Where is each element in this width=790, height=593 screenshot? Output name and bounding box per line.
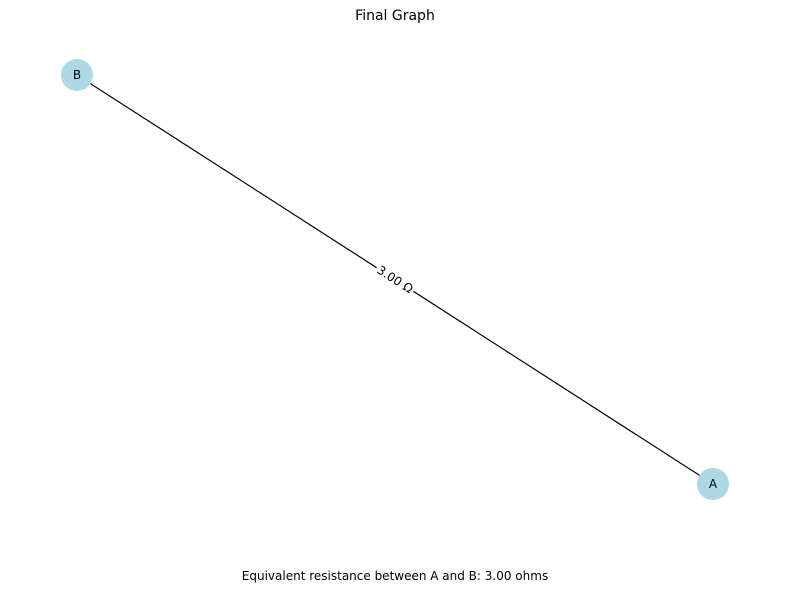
equivalent-resistance-text: Equivalent resistance between A and B: 3… (241, 569, 549, 583)
node-label-B: B (73, 68, 81, 82)
figure-title: Final Graph (355, 8, 435, 24)
node-B (61, 59, 93, 91)
edge-label-group: 3.00 Ω (372, 260, 418, 299)
edges-layer: 3.00 Ω (76, 74, 714, 485)
nodes-layer: BA (61, 59, 729, 500)
node-label-A: A (709, 477, 718, 491)
node-A (697, 468, 729, 500)
edge-label-background (372, 260, 418, 299)
